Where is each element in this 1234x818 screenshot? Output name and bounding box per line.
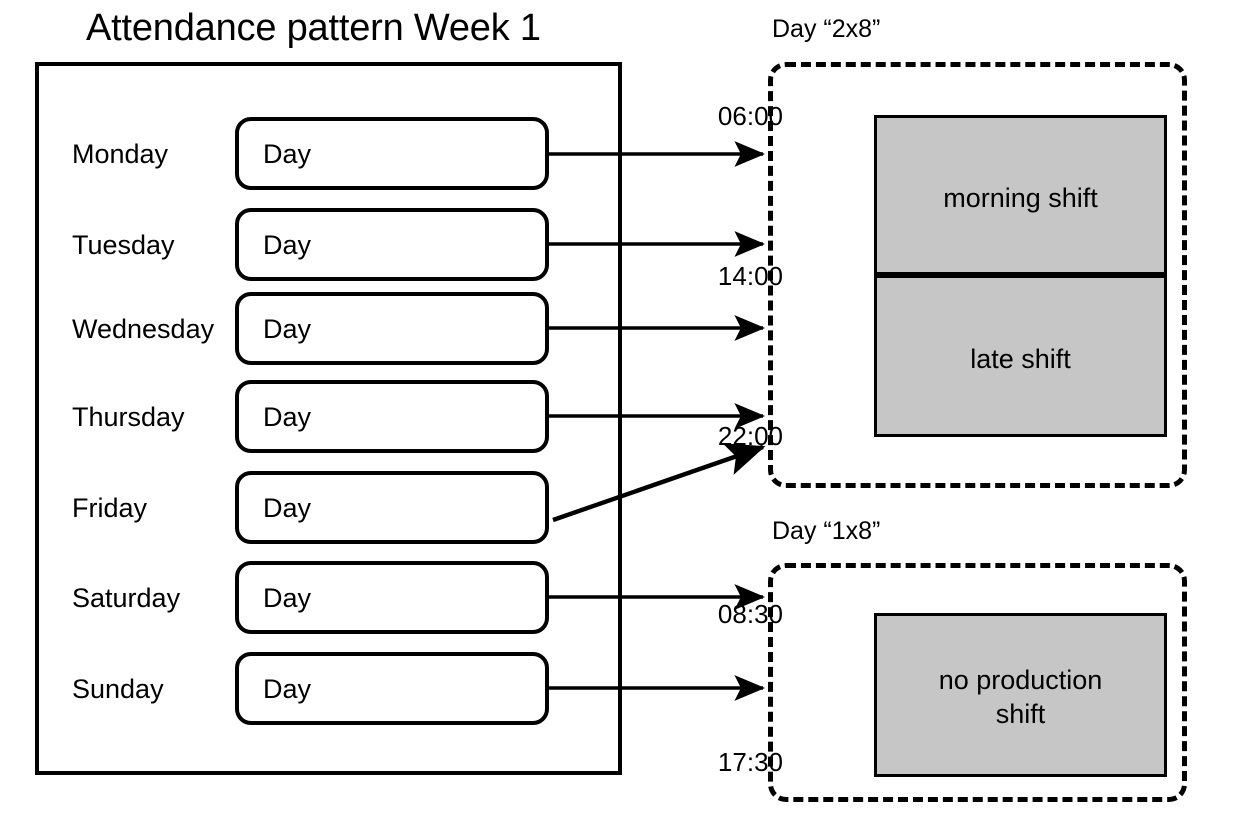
shift-label-no-production: no production shift bbox=[938, 665, 1103, 729]
pattern-box-label: Day bbox=[263, 492, 312, 523]
pattern-box-label: Day bbox=[263, 313, 312, 344]
shift-block-late: late shift bbox=[874, 275, 1167, 437]
day-label-saturday: Saturday bbox=[72, 583, 181, 613]
day-label-wednesday: Wednesday bbox=[72, 314, 215, 344]
panel-2x8: 06:00 14:00 22:00 morning shift late shi… bbox=[718, 62, 1187, 488]
page-title: Attendance pattern Week 1 bbox=[86, 7, 541, 49]
shift-block-morning: morning shift bbox=[874, 115, 1167, 275]
day-label-monday: Monday bbox=[72, 139, 169, 169]
time-label-1x8-start: 08:30 bbox=[717, 599, 783, 629]
panel-title-2x8: Day “2x8” bbox=[772, 15, 881, 43]
pattern-box-label: Day bbox=[263, 582, 312, 613]
pattern-box-thursday[interactable]: Day bbox=[235, 380, 549, 453]
time-label-1x8-end: 17:30 bbox=[717, 747, 783, 777]
panel-title-1x8: Day “1x8” bbox=[772, 517, 881, 545]
pattern-box-label: Day bbox=[263, 138, 312, 169]
day-label-thursday: Thursday bbox=[72, 402, 185, 432]
time-label-2x8-start: 06:00 bbox=[717, 101, 783, 131]
pattern-box-wednesday[interactable]: Day bbox=[235, 292, 549, 365]
pattern-box-label: Day bbox=[263, 673, 312, 704]
day-label-tuesday: Tuesday bbox=[72, 230, 175, 260]
pattern-box-label: Day bbox=[263, 229, 312, 260]
pattern-box-monday[interactable]: Day bbox=[235, 117, 549, 190]
day-label-friday: Friday bbox=[72, 493, 148, 523]
pattern-box-sunday[interactable]: Day bbox=[235, 652, 549, 725]
panel-1x8: 08:30 17:30 no production shift bbox=[718, 563, 1187, 802]
time-label-2x8-middle: 14:00 bbox=[717, 261, 783, 291]
shift-label-late: late shift bbox=[970, 344, 1071, 374]
shift-block-no-production: no production shift bbox=[874, 613, 1167, 777]
pattern-box-tuesday[interactable]: Day bbox=[235, 208, 549, 281]
pattern-box-saturday[interactable]: Day bbox=[235, 561, 549, 634]
week-panel-frame bbox=[35, 62, 622, 775]
shift-label-morning: morning shift bbox=[943, 183, 1098, 213]
time-label-2x8-end: 22:00 bbox=[717, 421, 783, 451]
day-label-sunday: Sunday bbox=[72, 674, 164, 704]
pattern-box-label: Day bbox=[263, 401, 312, 432]
pattern-box-friday[interactable]: Day bbox=[235, 471, 549, 544]
